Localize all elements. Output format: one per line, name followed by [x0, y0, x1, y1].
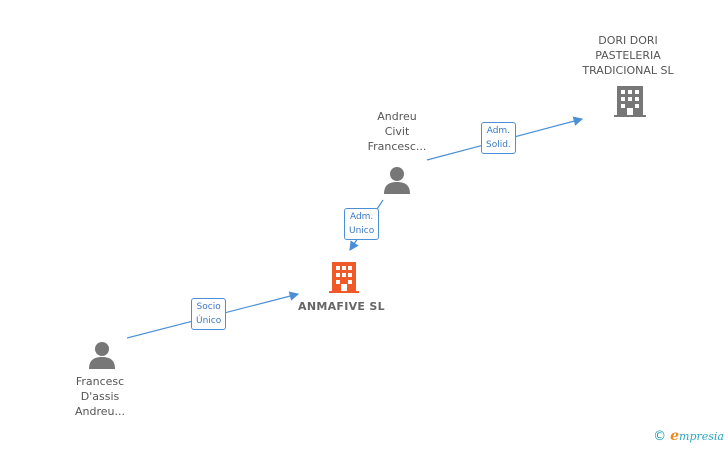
person-node-label-andreu-civit[interactable]: Andreu Civit Francesc...: [352, 109, 442, 154]
node-label-line: Francesc: [75, 375, 125, 388]
node-label-line: Andreu...: [75, 405, 125, 418]
edge-label-adm-unico[interactable]: Adm. Unico: [344, 208, 380, 240]
edge-label-line: Unico: [349, 226, 375, 236]
edge-label-line: Socio: [196, 302, 221, 312]
node-label-line: Civit: [384, 125, 410, 138]
node-label-line: D'assis: [80, 390, 120, 403]
node-label-line: Andreu: [377, 110, 417, 123]
node-label-line: TRADICIONAL SL: [582, 64, 674, 77]
building-icon[interactable]: [328, 260, 360, 294]
company-node-label-anmafive[interactable]: ANMAFIVE SL: [298, 300, 385, 313]
edge-label-adm-solid[interactable]: Adm. Solid.: [481, 122, 516, 154]
edge-label-line: Solid.: [486, 140, 511, 150]
brand-initial: e: [670, 428, 680, 444]
edge-label-socio-unico[interactable]: Socio Único: [191, 298, 227, 330]
person-node-label-francesc-dassis[interactable]: Francesc D'assis Andreu...: [55, 374, 145, 419]
copyright-icon: ©: [653, 428, 667, 444]
node-label-line: PASTELERIA: [595, 49, 661, 62]
empresia-watermark: © empresia: [653, 428, 724, 444]
building-icon[interactable]: [613, 84, 647, 118]
person-icon[interactable]: [87, 340, 117, 370]
person-icon[interactable]: [382, 165, 412, 195]
brand-logo: empresia: [670, 428, 724, 444]
brand-rest: mpresia: [679, 430, 724, 443]
company-node-label-dori-dori[interactable]: DORI DORI PASTELERIA TRADICIONAL SL: [573, 33, 683, 78]
edge-label-line: Único: [196, 316, 222, 326]
edge-label-line: Adm.: [349, 212, 374, 222]
node-label-line: DORI DORI: [598, 34, 658, 47]
node-label-line: Francesc...: [367, 140, 427, 153]
edge-label-line: Adm.: [486, 126, 511, 136]
